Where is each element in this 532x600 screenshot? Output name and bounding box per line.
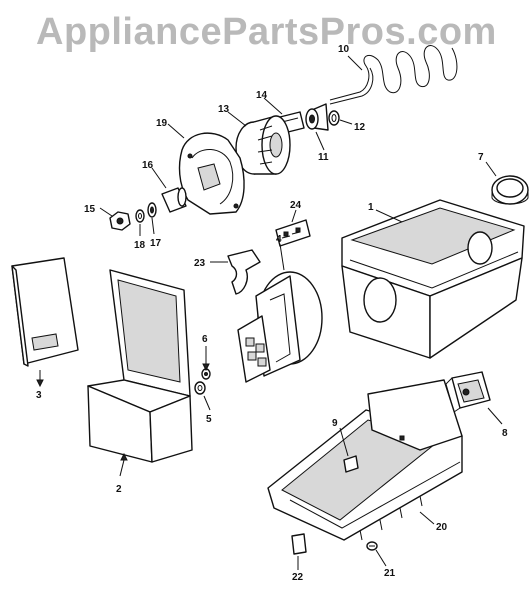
- callout-16: 16: [142, 160, 154, 171]
- collar-ring-part-7[interactable]: [491, 175, 529, 205]
- bracket-part-24[interactable]: [275, 219, 311, 247]
- callout-15: 15: [84, 204, 96, 215]
- door-panel-part-3[interactable]: [11, 257, 79, 367]
- callout-21: 21: [384, 568, 396, 579]
- ice-tray-base-part-20[interactable]: [267, 379, 463, 541]
- ice-bucket-housing-part-1[interactable]: [341, 199, 525, 359]
- callout-5: 5: [206, 414, 212, 425]
- callout-22: 22: [292, 572, 304, 583]
- bearing-part-11[interactable]: [305, 103, 329, 131]
- callout-labels: 1 2 3 4 5 6 7 8 9 10 11 12 13 14 15 16 1…: [36, 44, 508, 583]
- callout-10: 10: [338, 44, 350, 55]
- bushing-part-17[interactable]: [147, 202, 157, 218]
- front-cover-part-2[interactable]: [87, 269, 193, 463]
- blower-housing-part-19[interactable]: [178, 132, 245, 215]
- callout-18: 18: [134, 240, 146, 251]
- callout-19: 19: [156, 118, 168, 129]
- washer-part-18[interactable]: [135, 209, 145, 223]
- callout-23: 23: [194, 258, 206, 269]
- callout-20: 20: [436, 522, 448, 533]
- screw-part-6[interactable]: [201, 368, 211, 380]
- callout-11: 11: [318, 152, 329, 163]
- callout-7: 7: [478, 152, 484, 163]
- callout-3: 3: [36, 390, 42, 401]
- nut-part-15[interactable]: [109, 211, 131, 231]
- block-part-22[interactable]: [291, 533, 307, 555]
- callout-6: 6: [202, 334, 208, 345]
- screw-part-21[interactable]: [366, 541, 378, 551]
- callout-2: 2: [116, 484, 122, 495]
- spacer-part-16[interactable]: [161, 187, 187, 213]
- callout-13: 13: [218, 104, 230, 115]
- heater-coil-part[interactable]: [329, 45, 458, 105]
- washer-part-5[interactable]: [194, 381, 206, 395]
- auger-motor-part-4[interactable]: [237, 271, 323, 383]
- callout-24: 24: [290, 200, 302, 211]
- watermark-text: AppliancePartsPros.com: [36, 11, 497, 53]
- callout-1: 1: [368, 202, 374, 213]
- switch-part-8[interactable]: [445, 371, 491, 413]
- callout-9: 9: [332, 418, 338, 429]
- callout-4: 4: [276, 234, 282, 245]
- callout-8: 8: [502, 428, 508, 439]
- callout-17: 17: [150, 238, 162, 249]
- clip-part-23[interactable]: [227, 249, 261, 295]
- blower-wheel-part-13[interactable]: [235, 115, 291, 175]
- clip-part-9[interactable]: [343, 455, 359, 473]
- callout-12: 12: [354, 122, 366, 133]
- leader-arrows: [36, 363, 210, 461]
- retaining-ring-12[interactable]: [328, 110, 340, 126]
- callout-14: 14: [256, 90, 268, 101]
- leader-lines: [39, 55, 503, 570]
